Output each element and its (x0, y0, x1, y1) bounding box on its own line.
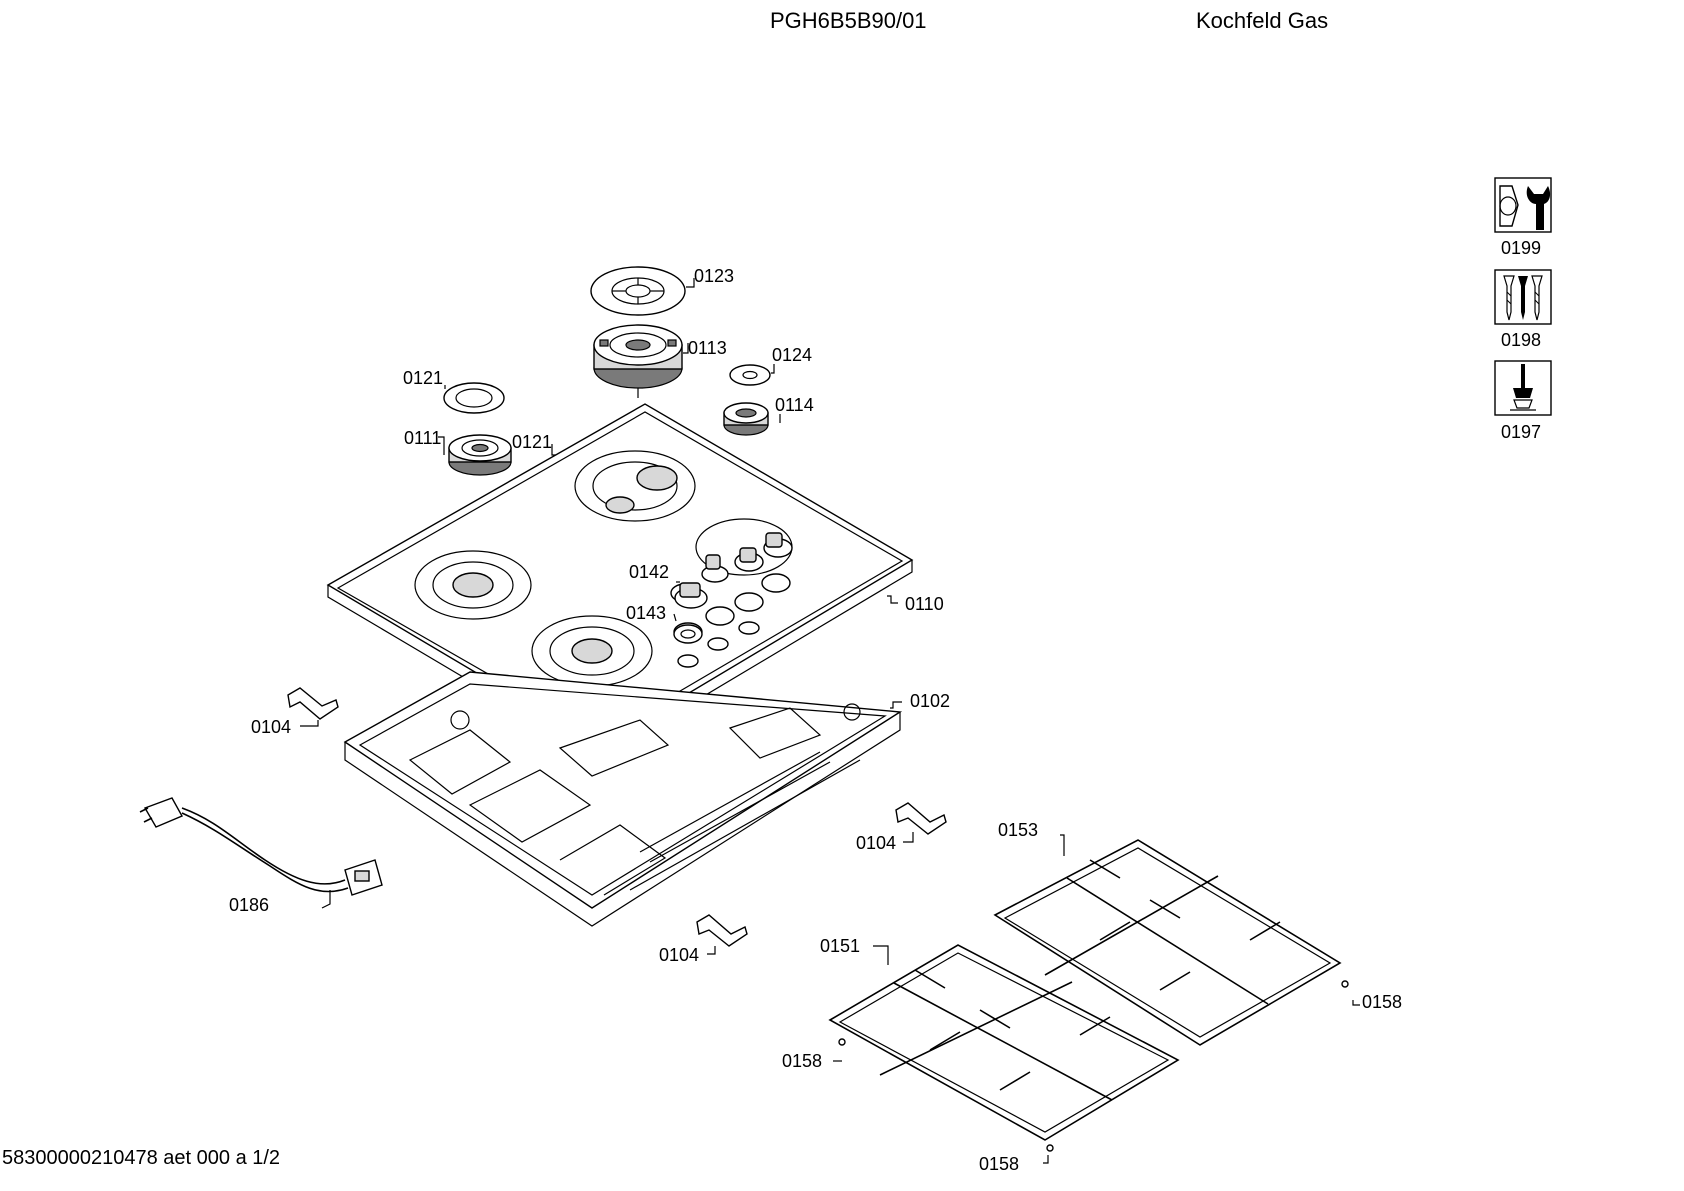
power-cable[interactable] (139, 797, 383, 896)
label-0110: 0110 (905, 594, 944, 614)
knob-ring[interactable] (673, 624, 703, 644)
rubber-foot[interactable] (838, 1038, 846, 1046)
label-0114: 0114 (775, 395, 814, 415)
control-knob[interactable] (674, 582, 708, 609)
label-0123: 0123 (694, 266, 734, 286)
tool-label-0197: 0197 (1501, 422, 1541, 442)
label-0104-bottom: 0104 (659, 945, 699, 965)
label-0158-bottom: 0158 (979, 1154, 1019, 1174)
tool-label-0198: 0198 (1501, 330, 1541, 350)
label-0121-center: 0121 (512, 432, 552, 452)
burner-large[interactable] (593, 324, 683, 398)
label-0153: 0153 (998, 820, 1038, 840)
label-0111-left: 0111 (404, 428, 441, 448)
label-0102: 0102 (910, 691, 950, 711)
label-0158-left: 0158 (782, 1051, 822, 1071)
screws-icon[interactable] (1494, 269, 1552, 325)
burner-cap-large[interactable] (590, 266, 686, 316)
mounting-clamp-bottom[interactable] (696, 914, 748, 947)
rubber-foot[interactable] (1046, 1144, 1054, 1152)
burner-cap-small[interactable] (729, 364, 771, 386)
label-0124: 0124 (772, 345, 812, 365)
burner-small-right[interactable] (723, 402, 769, 436)
burner-medium-left[interactable] (448, 434, 512, 476)
drawing-title: Kochfeld Gas (1196, 8, 1329, 33)
label-0158-right: 0158 (1362, 992, 1402, 1012)
label-0104-left: 0104 (251, 717, 291, 737)
wrench-icon[interactable] (1494, 177, 1552, 233)
rubber-foot[interactable] (1341, 980, 1349, 988)
label-0142: 0142 (629, 562, 669, 582)
label-0113: 0113 (688, 338, 727, 358)
tool-label-0199: 0199 (1501, 238, 1541, 258)
base-housing[interactable] (343, 671, 903, 927)
screwdriver-icon[interactable] (1494, 360, 1552, 416)
burner-cap-medium-left[interactable] (443, 382, 505, 414)
label-0104-right: 0104 (856, 833, 896, 853)
label-0121-left: 0121 (403, 368, 443, 388)
mounting-clamp-right[interactable] (895, 802, 947, 835)
pan-support-right[interactable] (993, 839, 1342, 1046)
label-0151: 0151 (820, 936, 860, 956)
label-0143: 0143 (626, 603, 666, 623)
document-code: 58300000210478 aet 000 a 1/2 (2, 1147, 281, 1169)
label-0186: 0186 (229, 895, 269, 915)
mounting-clamp-left[interactable] (287, 687, 339, 720)
model-number: PGH6B5B90/01 (770, 8, 927, 33)
pan-support-left[interactable] (828, 944, 1180, 1141)
hob-top-plate[interactable] (326, 403, 914, 759)
